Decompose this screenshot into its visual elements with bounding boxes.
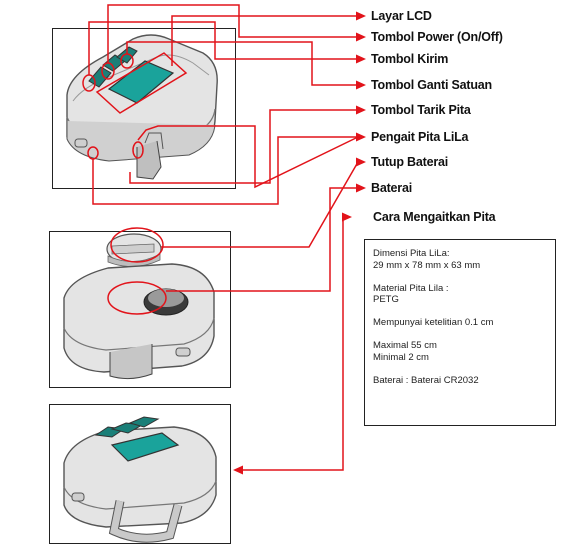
spec-dimension-title: Dimensi Pita LiLa: bbox=[373, 248, 555, 260]
spec-material-value: PETG bbox=[373, 294, 555, 306]
label-cara-mengaitkan: Cara Mengaitkan Pita bbox=[373, 210, 495, 224]
label-pengait-pita: Pengait Pita LiLa bbox=[371, 130, 468, 144]
label-tombol-ganti-satuan: Tombol Ganti Satuan bbox=[371, 78, 492, 92]
label-tutup-baterai: Tutup Baterai bbox=[371, 155, 448, 169]
spec-min: Minimal 2 cm bbox=[373, 352, 555, 364]
spec-accuracy: Mempunyai ketelitian 0.1 cm bbox=[373, 317, 555, 329]
label-tombol-power: Tombol Power (On/Off) bbox=[371, 30, 503, 44]
label-tombol-tarik-pita: Tombol Tarik Pita bbox=[371, 103, 471, 117]
spec-max: Maximal 55 cm bbox=[373, 340, 555, 352]
spec-battery: Baterai : Baterai CR2032 bbox=[373, 375, 555, 387]
spec-info-box: Dimensi Pita LiLa: 29 mm x 78 mm x 63 mm… bbox=[364, 239, 556, 426]
spec-material-title: Material Pita Lila : bbox=[373, 283, 555, 295]
label-layar-lcd: Layar LCD bbox=[371, 9, 432, 23]
label-tombol-kirim: Tombol Kirim bbox=[371, 52, 448, 66]
spec-dimension-value: 29 mm x 78 mm x 63 mm bbox=[373, 260, 555, 272]
label-baterai: Baterai bbox=[371, 181, 412, 195]
